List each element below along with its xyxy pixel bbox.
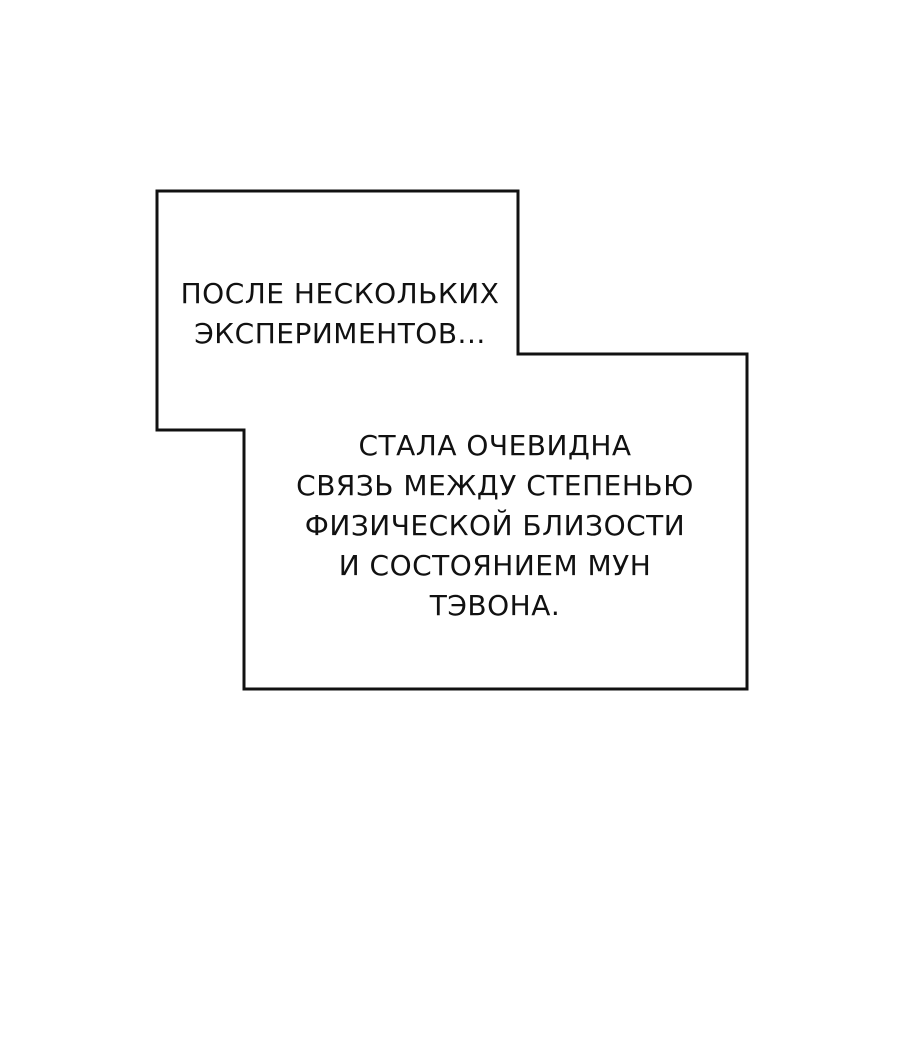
caption-line: физической близости xyxy=(304,509,686,542)
narration-caption-second: Стала очевидна связь между степенью физи… xyxy=(280,426,710,626)
narration-caption-first: После нескольких экспериментов... xyxy=(170,274,510,354)
caption-line: экспериментов... xyxy=(194,317,486,350)
caption-line: связь между степенью xyxy=(296,469,694,502)
caption-line: Тэвона. xyxy=(429,589,561,622)
caption-line: Стала очевидна xyxy=(358,429,632,462)
caption-line: После нескольких xyxy=(180,277,500,310)
caption-line: и состоянием Мун xyxy=(338,549,652,582)
